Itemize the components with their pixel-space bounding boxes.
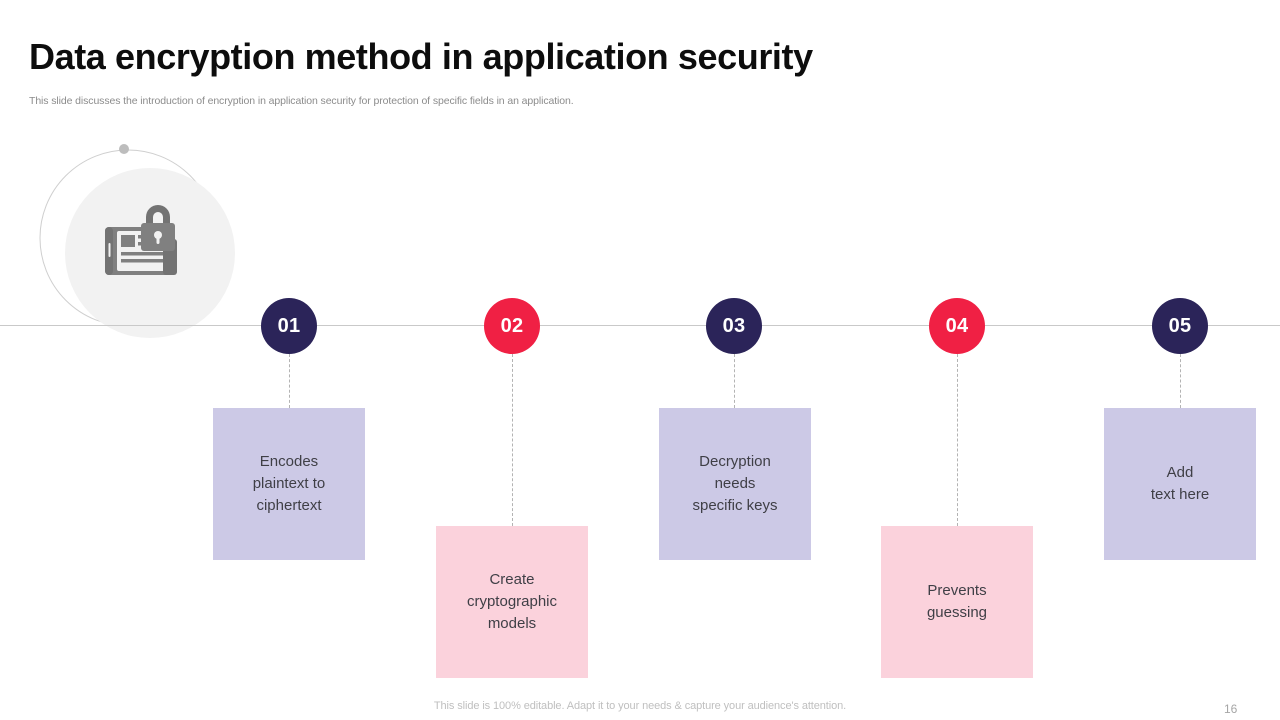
timeline-node-label: 03	[722, 314, 746, 337]
timeline-axis	[0, 325, 1280, 326]
timeline-node-label: 02	[500, 314, 524, 337]
icon-cluster	[28, 140, 235, 340]
connector-04	[957, 354, 958, 526]
timeline-node-label: 04	[945, 314, 969, 337]
connector-01	[289, 354, 290, 408]
footer-note: This slide is 100% editable. Adapt it to…	[433, 700, 847, 712]
connector-05	[1180, 354, 1181, 408]
page-number: 16	[1224, 702, 1238, 716]
connector-03	[734, 354, 735, 408]
timeline-node-03[interactable]: 03	[706, 298, 762, 354]
timeline-node-02[interactable]: 02	[484, 298, 540, 354]
timeline-node-label: 01	[277, 314, 301, 337]
connector-02	[512, 354, 513, 526]
timeline-node-01[interactable]: 01	[261, 298, 317, 354]
page-subtitle: This slide discusses the introduction of…	[29, 95, 574, 107]
document-lock-icon	[105, 205, 177, 275]
timeline-node-04[interactable]: 04	[929, 298, 985, 354]
timeline-node-label: 05	[1168, 314, 1192, 337]
page-title: Data encryption method in application se…	[29, 36, 813, 77]
timeline-node-05[interactable]: 05	[1152, 298, 1208, 354]
